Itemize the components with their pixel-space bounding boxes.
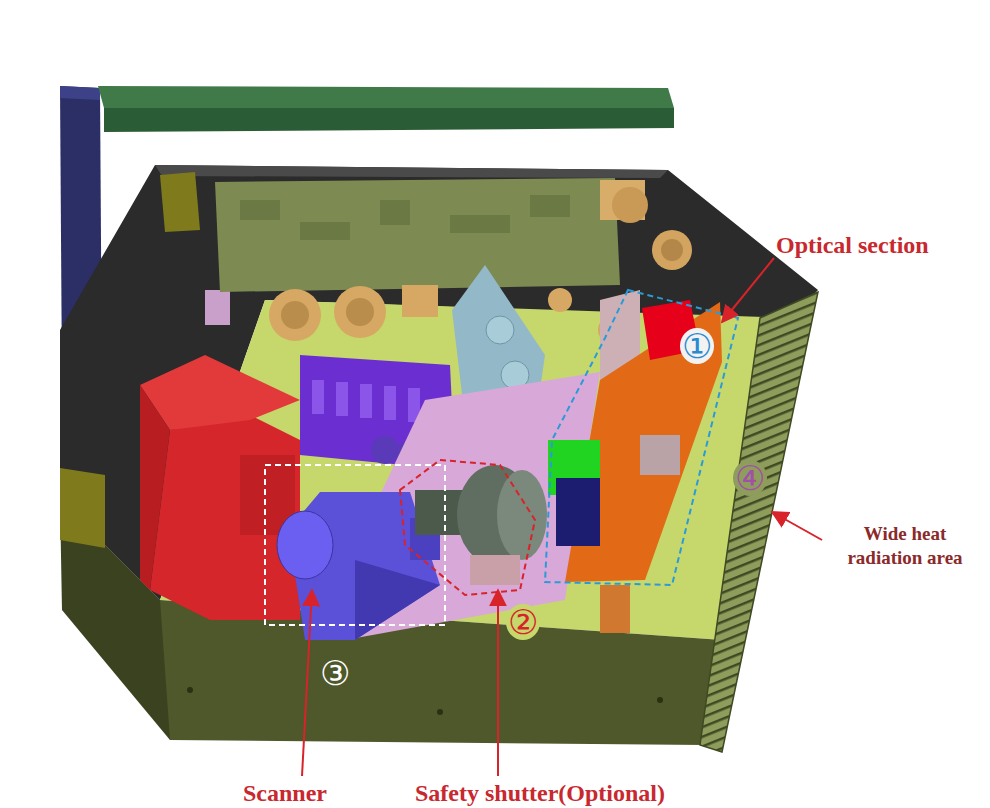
connectors-part — [652, 230, 692, 270]
transformer-part — [140, 385, 170, 590]
control-board-part — [240, 200, 280, 220]
callout-number: ① — [680, 328, 714, 364]
leader-arrows-part — [772, 512, 822, 540]
safety-shutter-part — [470, 555, 520, 585]
connectors-part — [612, 187, 648, 223]
lid-panel-part — [98, 86, 674, 108]
connectors-part — [269, 289, 321, 341]
housing-part — [155, 165, 668, 178]
connectors-part — [346, 298, 374, 326]
connectors-part — [402, 285, 438, 317]
safety-shutter-part — [497, 470, 547, 560]
brackets-part — [60, 468, 105, 548]
lid-arm-part — [60, 86, 100, 100]
control-board — [215, 178, 620, 292]
lid-panel-part — [104, 108, 674, 132]
housing-part — [657, 697, 663, 703]
control-board-part — [300, 222, 350, 240]
area-label: Wide heat radiation area — [825, 522, 985, 570]
scanner-part — [355, 560, 440, 640]
power-heatsinks-part — [312, 380, 324, 414]
section-label: Optical section — [776, 232, 929, 258]
power-heatsinks-part — [360, 384, 372, 418]
transformer — [140, 355, 300, 620]
control-board-part — [450, 215, 510, 233]
leader-arrows — [302, 258, 822, 776]
connectors-part — [334, 286, 386, 338]
power-heatsinks-part — [336, 382, 348, 416]
power-heatsinks-part — [384, 386, 396, 420]
leader-arrows-part — [497, 590, 499, 776]
leader-arrows-part — [302, 590, 312, 776]
part-label: Scanner — [243, 780, 327, 806]
optical-section-part — [600, 585, 630, 633]
housing-part — [437, 709, 443, 715]
driver-board-part — [486, 316, 514, 344]
leader-arrows-part — [722, 258, 774, 322]
transformer-part — [150, 415, 300, 620]
safety-shutter — [415, 465, 547, 585]
callout-number: ③ — [318, 655, 352, 691]
control-board-part — [215, 178, 620, 292]
dashed-outlines-part — [265, 465, 445, 625]
optical-section — [548, 290, 722, 633]
optical-section-part — [556, 478, 600, 546]
control-board-part — [530, 195, 570, 217]
brackets-part — [205, 290, 230, 325]
scanner-part — [277, 511, 333, 579]
control-board-part — [380, 200, 410, 225]
connectors-part — [548, 288, 572, 312]
housing-part — [187, 687, 193, 693]
part-label: Safety shutter(Optional) — [415, 780, 665, 806]
callout-number: ② — [506, 604, 540, 640]
power-heatsinks-part — [371, 436, 399, 464]
housing — [60, 165, 818, 745]
dashed-outlines — [265, 290, 738, 625]
lid-panel — [98, 86, 674, 132]
transformer-part — [140, 355, 300, 430]
dashed-outlines-part — [400, 460, 535, 595]
connectors-part — [661, 239, 683, 261]
brackets-part — [160, 172, 200, 232]
optical-section-part — [640, 435, 680, 475]
callout-number: ④ — [733, 460, 767, 496]
connectors-part — [281, 301, 309, 329]
dashed-outlines-part — [545, 290, 738, 585]
